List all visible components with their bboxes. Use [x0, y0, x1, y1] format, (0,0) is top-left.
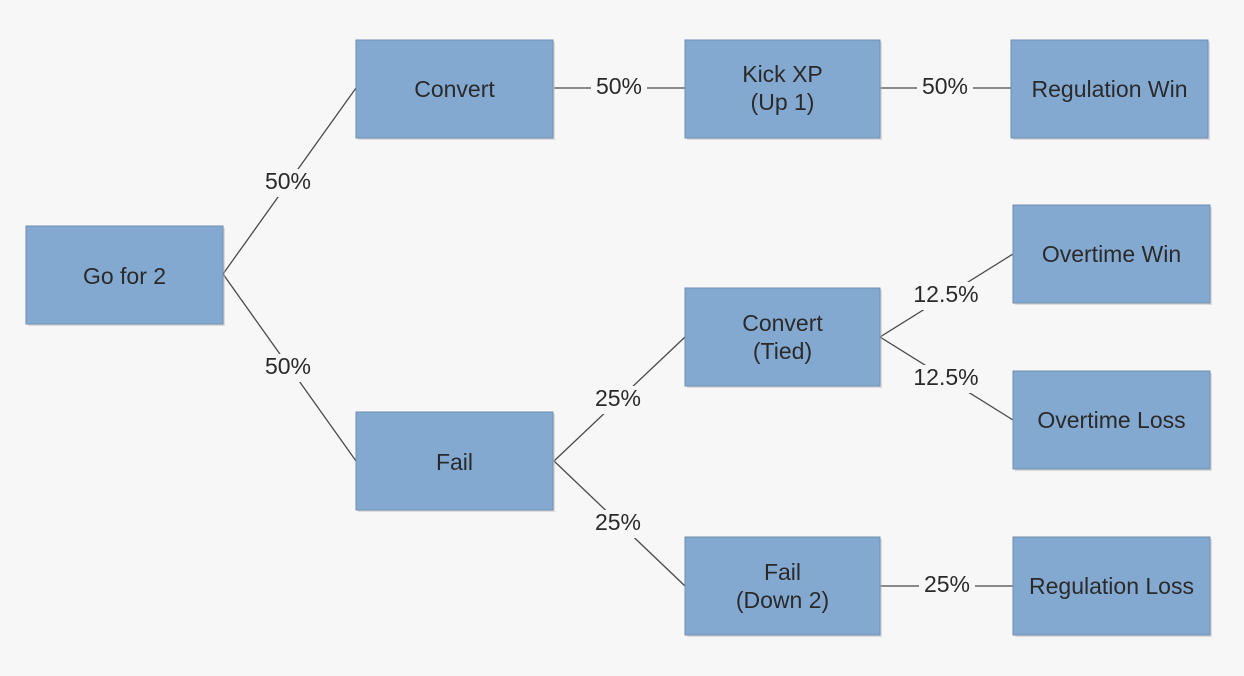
node-convert: Convert — [355, 39, 555, 140]
node-convert-tied-label-line-2: (Tied) — [753, 338, 812, 364]
node-convert-label: Convert — [414, 76, 495, 102]
edge-label-convert-to-kick: 50% — [596, 73, 642, 99]
node-fail-down-2-label-line-2: (Down 2) — [736, 587, 829, 613]
node-fail: Fail — [355, 411, 555, 512]
node-regulation-win: Regulation Win — [1010, 39, 1210, 140]
node-fail-down-2-label-line-1: Fail — [764, 559, 801, 585]
edge-label-faildown-to-regloss: 25% — [924, 571, 970, 597]
edge-label-kick-to-regwin: 50% — [922, 73, 968, 99]
node-go-for-2: Go for 2 — [25, 225, 225, 326]
node-regulation-loss: Regulation Loss — [1012, 536, 1212, 637]
node-kick-xp-label-line-2: (Up 1) — [751, 89, 815, 115]
node-kick-xp: Kick XP (Up 1) — [684, 39, 882, 140]
node-fail-label: Fail — [436, 449, 473, 475]
node-kick-xp-label-line-1: Kick XP — [742, 61, 823, 87]
node-regulation-win-label: Regulation Win — [1032, 76, 1188, 102]
edge-label-fail-to-convert-tied: 25% — [595, 385, 641, 411]
node-convert-tied: Convert (Tied) — [684, 287, 882, 388]
node-overtime-win-label: Overtime Win — [1042, 241, 1181, 267]
node-overtime-win: Overtime Win — [1012, 204, 1212, 305]
edge-label-go-to-fail: 50% — [265, 353, 311, 379]
node-overtime-loss: Overtime Loss — [1012, 370, 1212, 471]
node-regulation-loss-label: Regulation Loss — [1029, 573, 1194, 599]
node-overtime-loss-label: Overtime Loss — [1037, 407, 1185, 433]
node-go-for-2-label: Go for 2 — [83, 263, 166, 289]
edge-labels: 50% 50% 50% 50% 25% 25% 12.5% 12.5% 25% — [259, 73, 984, 600]
node-fail-down-2: Fail (Down 2) — [684, 536, 882, 637]
edge-label-go-to-convert: 50% — [265, 168, 311, 194]
edge-label-fail-to-fail-down: 25% — [595, 509, 641, 535]
edge-label-tied-to-ot-loss: 12.5% — [913, 364, 978, 390]
edge-label-tied-to-ot-win: 12.5% — [913, 281, 978, 307]
nodes: Go for 2 Convert Fail Kick XP (Up 1) Con… — [25, 39, 1212, 637]
node-convert-tied-label-line-1: Convert — [742, 310, 823, 336]
